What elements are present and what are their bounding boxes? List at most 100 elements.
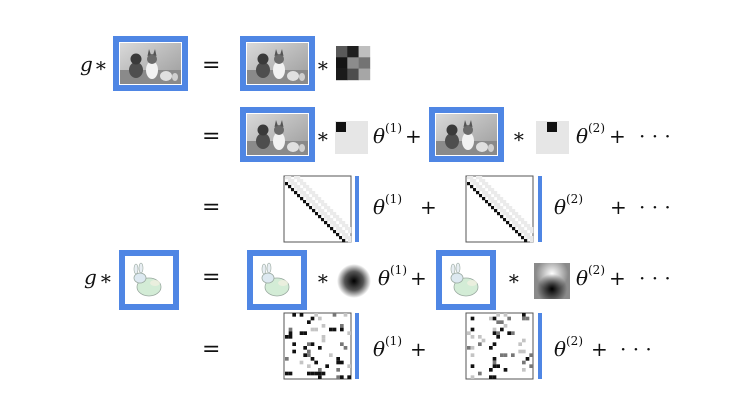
matrix-cell: [340, 375, 344, 379]
matrix-cell: [294, 176, 298, 180]
matrix-cell: [321, 338, 326, 343]
matrix-cell: [485, 185, 489, 189]
matrix-cell: [530, 236, 534, 240]
matrix-cell: [318, 346, 322, 350]
matrix-cell: [342, 233, 346, 237]
matrix-cell: [324, 218, 328, 222]
matrix-cell: [511, 331, 515, 335]
matrix-cell: [518, 227, 522, 231]
matrix-cell: [482, 191, 486, 195]
matrix-cell: [310, 342, 315, 346]
matrix-cell: [333, 224, 337, 228]
matrix-cell: [492, 331, 497, 335]
matrix-cell: [503, 353, 508, 357]
matrix-cell: [512, 221, 516, 225]
matrix-cell: [488, 185, 492, 189]
matrix-cell: [518, 233, 522, 237]
matrix-cell: [321, 335, 326, 339]
matrix-cell: [500, 212, 504, 216]
matrix-cell: [318, 212, 322, 216]
matrix-cell: [503, 313, 508, 317]
matrix-cell: [327, 224, 331, 228]
mesh-input: [439, 253, 493, 307]
star-operator: ∗: [507, 266, 521, 290]
matrix-cell: [521, 230, 525, 234]
matrix-cell: [518, 215, 522, 219]
matrix-cell: [300, 191, 304, 195]
matrix-cell: [303, 191, 307, 195]
matrix-cell: [307, 349, 311, 354]
matrix-cell: [315, 203, 319, 207]
matrix-cell: [324, 212, 328, 216]
matrix-cell: [491, 206, 495, 210]
matrix-cell: [332, 327, 337, 332]
kernel-cell: [336, 46, 348, 58]
matrix-cell: [314, 313, 318, 317]
matrix-cell: [467, 182, 471, 186]
matrix-cell: [327, 206, 331, 210]
sparse-matrix-2: [465, 312, 534, 380]
matrix-cell: [300, 182, 304, 186]
matrix-cell: [314, 371, 318, 376]
matrix-cell: [467, 331, 471, 335]
theta-1-label: θ (1): [373, 334, 402, 361]
matrix-cell: [303, 185, 307, 189]
matrix-cell: [524, 236, 528, 240]
mesh-input: [250, 253, 304, 307]
kernel-cell: [336, 57, 348, 69]
matrix-cell: [300, 194, 304, 198]
matrix-cell: [330, 209, 334, 213]
matrix-cell: [336, 224, 340, 228]
signal-vector-bar: [355, 313, 359, 379]
matrix-cell: [527, 236, 531, 240]
matrix-cell: [315, 197, 319, 201]
signal-vector-bar: [355, 176, 359, 242]
matrix-cell: [345, 227, 349, 231]
matrix-cell: [506, 206, 510, 210]
kernel-cell: [347, 46, 359, 58]
matrix-cell: [529, 364, 533, 368]
kernel-cell: [358, 68, 371, 81]
matrix-cell: [318, 215, 322, 219]
star-operator: ∗: [316, 124, 330, 148]
matrix-cell: [309, 197, 313, 201]
matrix-cell: [345, 233, 349, 237]
kernel-cell: [347, 57, 359, 69]
matrix-cell: [485, 194, 489, 198]
matrix-cell: [503, 324, 508, 328]
matrix-cell: [342, 239, 346, 243]
matrix-cell: [515, 224, 519, 228]
matrix-cell: [518, 349, 522, 354]
matrix-cell: [325, 364, 329, 368]
matrix-cell: [503, 218, 507, 222]
matrix-cell: [315, 194, 319, 198]
matrix-cell: [482, 182, 486, 186]
matrix-cell: [500, 206, 504, 210]
svg-text:θ: θ: [554, 195, 566, 219]
matrix-cell: [297, 185, 301, 189]
shift-matrix-2: [465, 175, 534, 243]
matrix-cell: [333, 230, 337, 234]
matrix-cell: [314, 327, 318, 332]
matrix-cell: [492, 375, 497, 379]
matrix-cell: [482, 194, 486, 198]
matrix-cell: [309, 200, 313, 204]
matrix-cell: [303, 346, 307, 350]
matrix-cell: [470, 327, 475, 332]
matrix-cell: [321, 324, 326, 328]
kernel-cell: [347, 68, 359, 81]
matrix-cell: [476, 176, 480, 180]
matrix-cell: [491, 200, 495, 204]
star-operator: ∗: [94, 53, 108, 77]
matrix-cell: [512, 209, 516, 213]
matrix-cell: [327, 218, 331, 222]
matrix-cell: [485, 191, 489, 195]
theta-1-label: θ (1): [373, 121, 402, 148]
matrix-cell: [500, 353, 504, 357]
matrix-cell: [336, 368, 340, 372]
plus-sign: +: [410, 266, 427, 290]
matrix-cell: [294, 185, 298, 189]
matrix-cell: [521, 236, 525, 240]
plus-sign: +: [420, 195, 437, 219]
matrix-cell: [525, 316, 530, 321]
